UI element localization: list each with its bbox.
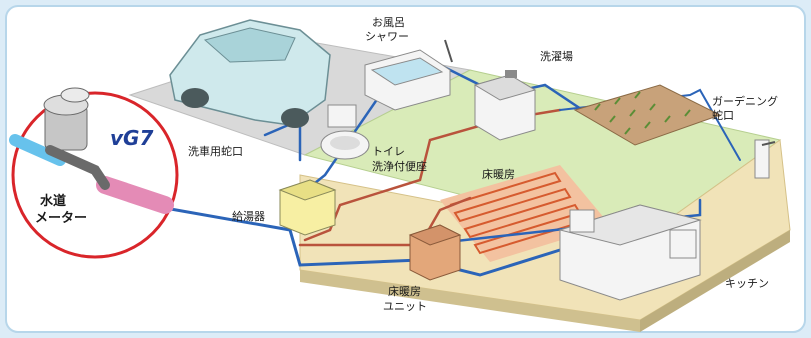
bath-label-2: シャワー [365, 30, 409, 43]
main-water-pipe [163, 206, 562, 277]
kitchen-label: キッチン [725, 277, 769, 290]
gardening-label-2: 蛇口 [712, 108, 734, 122]
floor-heating-unit-icon [408, 224, 462, 281]
car-icon [169, 19, 331, 128]
water-heater-icon [278, 179, 337, 236]
floor-heating-label: 床暖房 [482, 167, 515, 181]
toilet-label-2: 洗浄付便座 [372, 159, 427, 173]
water-heater-label: 給湯器 [232, 209, 265, 223]
water-meter-label-1: 水道 [40, 193, 66, 209]
car-wash-faucet-label: 洗車用蛇口 [188, 144, 243, 158]
water-meter-callout [9, 87, 179, 259]
floor-heating-unit-label-1: 床暖房 [388, 284, 421, 298]
house-floor-side [640, 230, 790, 332]
garden-faucet-icon [754, 139, 776, 179]
heating-supply-line [298, 196, 472, 247]
vg7-device [96, 176, 174, 214]
washing-machine-icon [473, 70, 537, 141]
bath-label-1: お風呂 [372, 16, 405, 29]
gardening-label-1: ガーデニング [712, 94, 778, 108]
house-floor-edge [300, 270, 640, 332]
floor-heating-unit-label-2: ユニット [383, 300, 427, 313]
kitchen-icon [558, 204, 702, 301]
toilet-label-1: トイレ [372, 145, 405, 158]
water-meter-label-2: メーター [35, 211, 87, 226]
bath-icon [364, 39, 453, 111]
brand-label: vG7 [110, 126, 153, 150]
toilet-icon [320, 104, 370, 160]
garden-bed-icon [573, 84, 722, 146]
incoming-pipe [9, 134, 66, 166]
laundry-label: 洗濯場 [540, 50, 573, 63]
